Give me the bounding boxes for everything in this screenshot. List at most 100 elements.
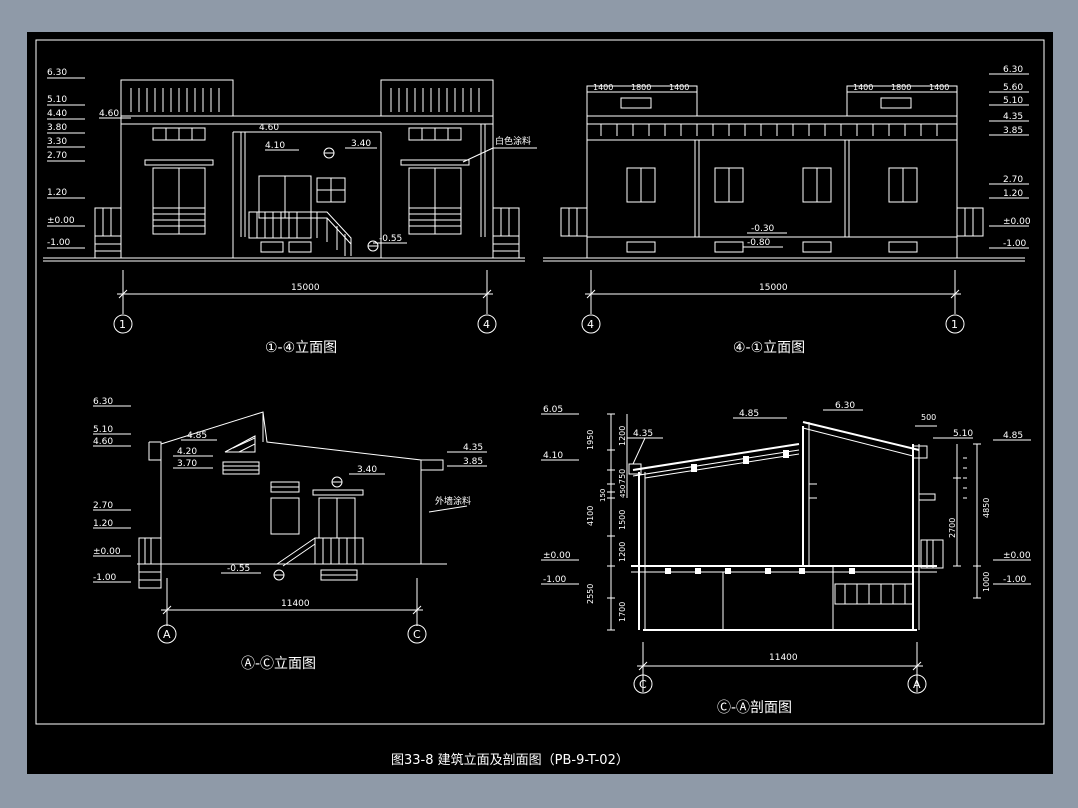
dim: 1700 [618,602,627,622]
axis-label: 4 [483,318,490,331]
level-mark: -1.00 [1003,239,1027,249]
dim: 1500 [618,510,627,530]
level-mark: 3.30 [47,137,67,147]
level-tag: -0.30 [751,224,775,234]
level-tag: -0.80 [747,238,771,248]
level-mark: 5.10 [1003,96,1023,106]
level-mark: -1.00 [93,573,117,583]
level-tag: -0.55 [379,234,402,244]
level-mark: ±0.00 [93,547,121,557]
drawing-sheet: 白色涂料 6.30 5.10 4.40 3.80 3.30 2.70 1.20 … [27,32,1053,774]
view-2-elevation: 1400 1800 1400 1400 1800 1400 [543,65,1031,356]
level-mark: 2.70 [93,501,113,511]
parapet-left [120,79,234,117]
level-tag: 4.10 [265,141,285,151]
view-title-3: Ⓐ-Ⓒ立面图 [241,656,316,672]
level-mark: 3.85 [1003,126,1023,136]
dim: 1400 [593,83,613,92]
level-mark: 2.70 [47,151,67,161]
axis-bubble-4 [477,314,497,334]
level-mark: 1.20 [93,519,113,529]
level-mark: 5.10 [47,95,67,105]
cad-drawing: 白色涂料 6.30 5.10 4.40 3.80 3.30 2.70 1.20 … [35,39,1045,768]
level-mark: 3.80 [47,123,67,133]
level-mark: 6.05 [543,405,563,415]
level-tag: 3.85 [463,457,483,467]
axis-bubble-4 [581,314,601,334]
view-1-elevation: 白色涂料 6.30 5.10 4.40 3.80 3.30 2.70 1.20 … [43,68,537,356]
level-tag: 4.20 [177,447,197,457]
dim: 1200 [618,542,627,562]
dimension-11400: 11400 [769,653,798,663]
level-mark: ±0.00 [543,551,571,561]
level-mark: 4.10 [543,451,563,461]
level-mark: ±0.00 [1003,551,1031,561]
dim: 1400 [929,83,949,92]
axis-label: A [163,628,171,641]
dim: 450 [619,485,627,498]
dim: 4850 [982,498,991,518]
dimension-11400: 11400 [281,599,310,609]
dim: 1400 [669,83,689,92]
dim: 150 [599,489,607,502]
axis-bubble-C [633,674,653,694]
dimension-15000: 15000 [759,283,788,293]
level-mark: ±0.00 [1003,217,1031,227]
dimension-15000: 15000 [291,283,320,293]
level-mark: 4.85 [1003,431,1023,441]
dim: 500 [921,413,936,422]
level-mark: 4.60 [93,437,113,447]
axis-label: C [639,678,647,691]
dim: 1800 [891,83,911,92]
level-mark: -1.00 [47,238,71,248]
axis-label: 4 [587,318,594,331]
dim: 2550 [586,584,595,604]
level-mark: -1.00 [543,575,567,585]
axis-label: 1 [119,318,126,331]
axis-bubble-1 [113,314,133,334]
level-mark: 6.30 [47,68,67,78]
level-tag: 4.35 [633,429,653,439]
axis-bubble-A [157,624,177,644]
level-tag: 4.60 [99,109,119,119]
axis-bubble-1 [945,314,965,334]
view-title-4: Ⓒ-Ⓐ剖面图 [717,700,792,716]
level-mark: 1.20 [1003,189,1023,199]
axis-bubble-C [407,624,427,644]
level-mark: 6.30 [1003,65,1023,75]
axis-label: 1 [951,318,958,331]
axis-label: C [413,628,421,641]
main-wall [120,115,494,259]
level-tag: 6.30 [835,401,855,411]
level-mark: 1.20 [47,188,67,198]
level-tag: 5.10 [953,429,973,439]
dim: 2700 [948,518,957,538]
level-tag: 3.40 [357,465,377,475]
level-mark: 2.70 [1003,175,1023,185]
dim: 750 [618,469,627,484]
dim: 4100 [586,506,595,526]
level-mark: 5.10 [93,425,113,435]
axis-bubble-A [907,674,927,694]
sheet-title: 图33-8 建筑立面及剖面图（PB-9-T-02） [391,752,629,768]
view-4-section: 1950 1200 750 450 150 1500 4100 1200 255… [541,401,1031,716]
inner-border [35,39,1045,725]
level-mark: ±0.00 [47,216,75,226]
level-mark: 6.30 [93,397,113,407]
level-tag: -0.55 [227,564,250,574]
level-mark: -1.00 [1003,575,1027,585]
level-tag: 4.60 [259,123,279,133]
level-mark: 5.60 [1003,83,1023,93]
dim: 1400 [853,83,873,92]
dim: 1950 [586,430,595,450]
dim: 1800 [631,83,651,92]
view-title-2: ④-①立面图 [733,340,805,356]
level-tag: 4.85 [739,409,759,419]
parapet-right [380,79,494,117]
dim: 1000 [982,572,991,592]
level-tag: 3.70 [177,459,197,469]
note-exterior-paint: 外墙涂料 [435,495,471,507]
level-mark: 4.35 [1003,112,1023,122]
dim: 1200 [618,426,627,446]
level-mark: 4.40 [47,109,67,119]
